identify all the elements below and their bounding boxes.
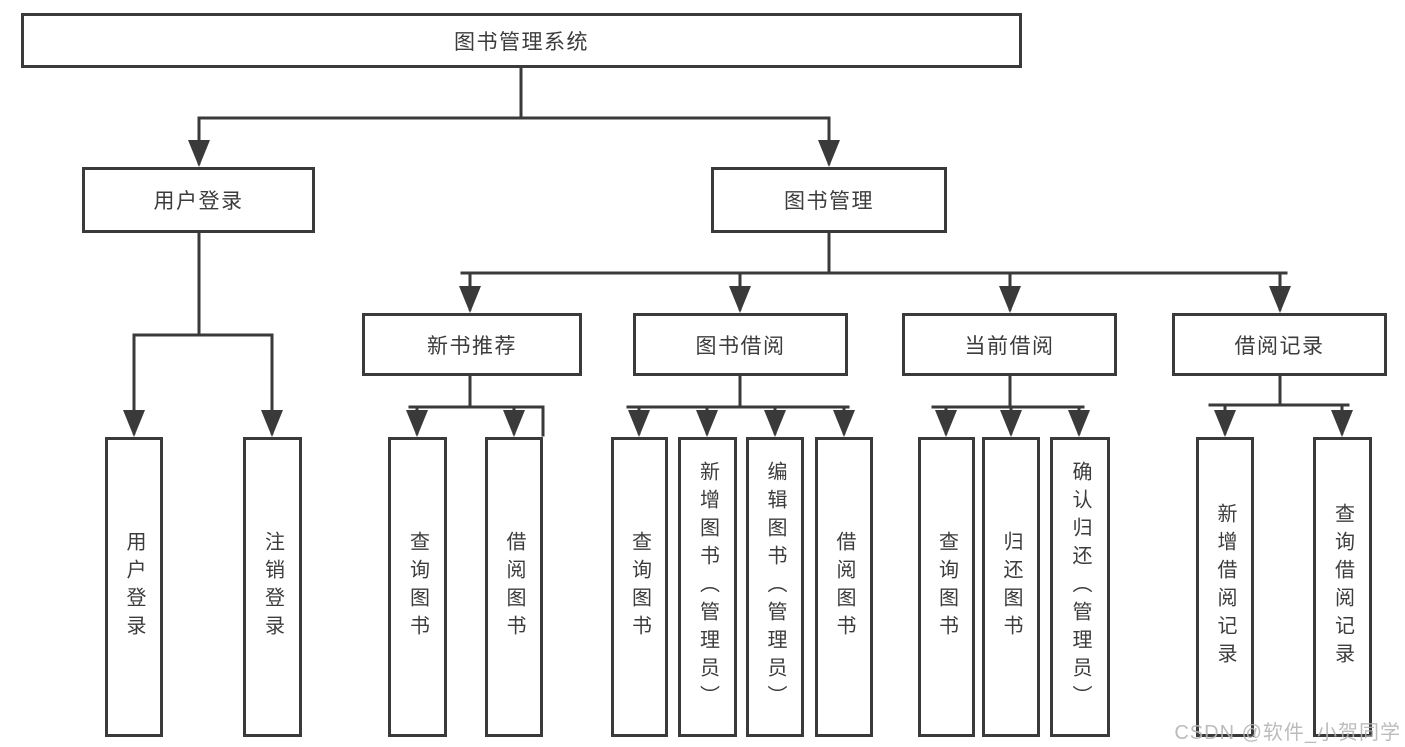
leaf-query-books-recommend: 查询图书: [388, 437, 447, 737]
node-root: 图书管理系统: [21, 13, 1022, 68]
leaf-borrow-books: 借阅图书: [815, 437, 873, 737]
leaf-add-books-admin: 新增图书（管理员）: [678, 437, 737, 737]
leaf-logout: 注销登录: [243, 437, 302, 737]
leaf-edit-books-admin-label: 编辑图书（管理员）: [764, 461, 786, 713]
leaf-query-borrow-record: 查询借阅记录: [1313, 437, 1372, 737]
node-borrowing-records: 借阅记录: [1172, 313, 1387, 376]
leaf-borrow-books-recommend: 借阅图书: [485, 437, 543, 737]
leaf-user-login: 用户登录: [105, 437, 163, 737]
node-user-login-label: 用户登录: [153, 190, 244, 213]
leaf-query-books-borrow-label: 查询图书: [628, 531, 651, 643]
node-book-management: 图书管理: [711, 167, 947, 233]
leaf-return-books: 归还图书: [982, 437, 1040, 737]
node-current-borrowing-label: 当前借阅: [964, 334, 1055, 358]
leaf-query-books-current-label: 查询图书: [935, 531, 958, 643]
leaf-add-books-admin-label: 新增图书（管理员）: [696, 461, 719, 713]
leaf-confirm-return-admin: 确认归还（管理员）: [1050, 437, 1110, 737]
leaf-query-books-current: 查询图书: [918, 437, 975, 737]
node-current-borrowing: 当前借阅: [902, 313, 1117, 376]
node-book-management-label: 图书管理: [784, 190, 874, 213]
node-book-borrowing-label: 图书借阅: [695, 334, 786, 358]
leaf-add-borrow-record: 新增借阅记录: [1196, 437, 1254, 737]
node-root-label: 图书管理系统: [454, 30, 589, 54]
leaf-query-books-borrow: 查询图书: [611, 437, 668, 737]
leaf-borrow-books-label: 借阅图书: [833, 531, 855, 643]
leaf-user-login-label: 用户登录: [123, 531, 145, 643]
node-new-book-recommendation: 新书推荐: [362, 313, 582, 376]
csdn-watermark: CSDN @软件_小贺同学: [1174, 722, 1401, 744]
node-borrowing-records-label: 借阅记录: [1234, 334, 1325, 358]
leaf-logout-label: 注销登录: [261, 531, 284, 643]
leaf-edit-books-admin: 编辑图书（管理员）: [746, 437, 804, 737]
node-book-borrowing: 图书借阅: [633, 313, 848, 376]
leaf-query-books-recommend-label: 查询图书: [406, 531, 429, 643]
node-new-book-recommendation-label: 新书推荐: [427, 334, 517, 358]
leaf-return-books-label: 归还图书: [1000, 531, 1022, 643]
leaf-query-borrow-record-label: 查询借阅记录: [1331, 503, 1354, 671]
node-user-login: 用户登录: [82, 167, 315, 233]
leaf-borrow-books-recommend-label: 借阅图书: [503, 531, 525, 643]
leaf-confirm-return-admin-label: 确认归还（管理员）: [1069, 461, 1091, 713]
leaf-add-borrow-record-label: 新增借阅记录: [1214, 503, 1236, 671]
